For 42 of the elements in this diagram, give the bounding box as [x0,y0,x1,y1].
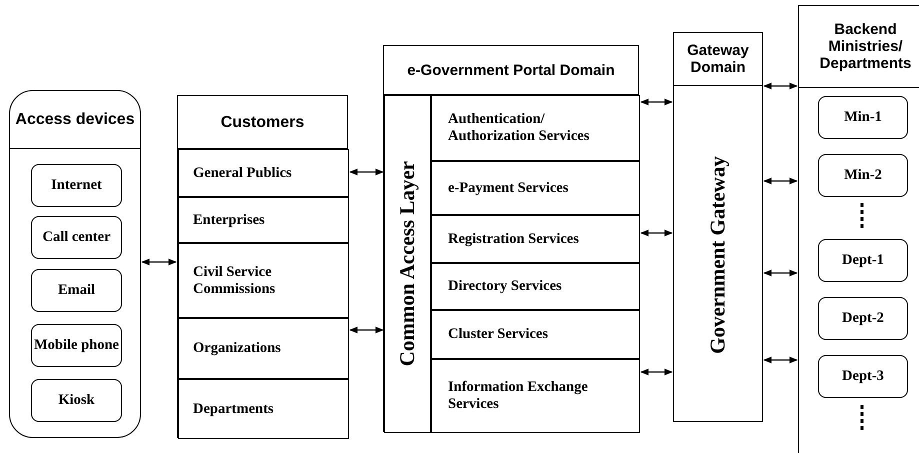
list-row: Enterprises [178,197,349,243]
list-row: Information Exchange Services [431,359,640,433]
vertical-label: Common Access Layer [395,161,420,367]
panel-header: Access devices [10,91,140,149]
item-box: Kiosk [31,379,122,422]
vertical-label: Government Gateway [706,156,730,354]
list-row: General Publics [178,149,349,197]
item-box: Min-1 [818,96,908,139]
item-box: Call center [31,216,122,259]
item-box: Mobile phone [31,324,122,367]
double-arrow [763,270,798,276]
list-row: Organizations [178,318,349,379]
group-panel [798,5,919,453]
list-row: Cluster Services [431,310,640,359]
group-panel [177,95,348,438]
list-row: Authentication/ Authorization Services [431,95,640,161]
list-row: Departments [178,379,349,439]
item-box: Internet [31,164,122,207]
item-box: Dept-1 [818,239,908,282]
gateway-panel [673,32,763,422]
list-row: Directory Services [431,263,640,310]
group-panel [383,45,639,432]
double-arrow [349,326,384,334]
vertical-layer-bar [384,95,431,433]
double-arrow [640,368,673,376]
list-row: e-Payment Services [431,161,640,215]
double-arrow [141,258,177,266]
panel-header: Gateway Domain [674,33,762,86]
double-arrow [640,98,673,106]
panel-header: Backend Ministries/ Departments [799,6,919,88]
rounded-group-panel [9,90,141,438]
item-box: Dept-3 [818,355,908,398]
double-arrow [349,168,384,176]
double-arrow [763,178,798,184]
double-arrow [763,356,798,364]
list-row: Registration Services [431,215,640,263]
item-box: Min-2 [818,154,908,197]
double-arrow [640,230,673,236]
double-arrow [763,82,798,90]
item-box: Email [31,269,122,312]
item-box: Dept-2 [818,297,908,340]
list-row: Civil Service Commissions [178,243,349,318]
